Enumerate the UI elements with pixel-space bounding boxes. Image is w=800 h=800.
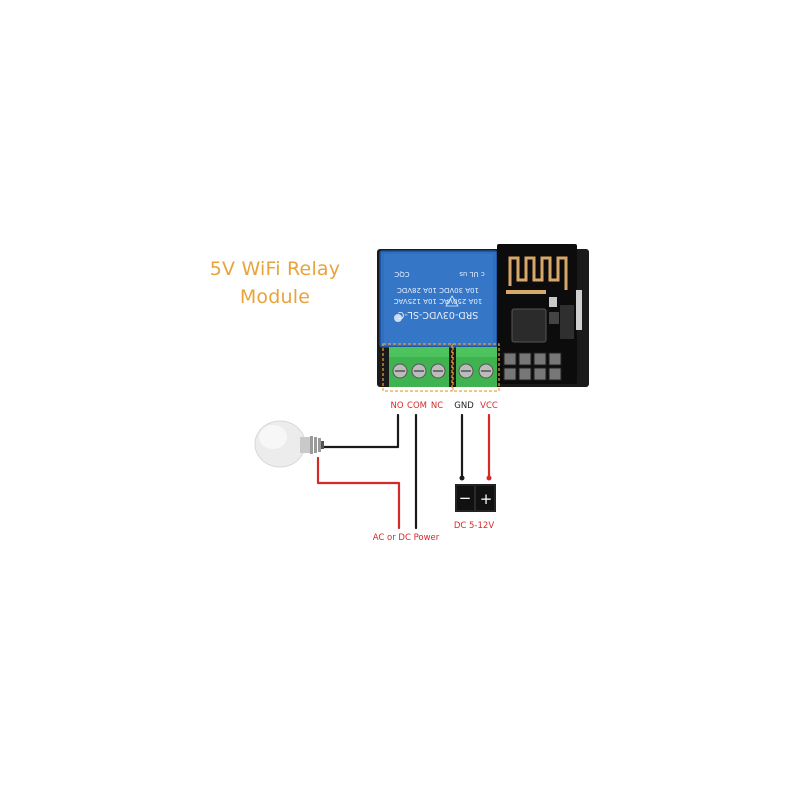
- label-vcc: VCC: [480, 401, 498, 411]
- power-terminal-outline: [452, 343, 500, 392]
- load-terminal-block: [389, 347, 449, 387]
- relay-rating-text-1: 10A 250VAC 10A 125VAC: [394, 297, 483, 305]
- label-gnd: GND: [454, 401, 474, 411]
- diagram-title-line1: 5V WiFi Relay: [209, 258, 341, 280]
- wire-no-to-bulb: [320, 413, 400, 449]
- light-bulb-icon: [254, 420, 324, 468]
- diagram-title-line2: Module: [239, 286, 311, 308]
- wifi-antenna-icon: [508, 256, 568, 290]
- relay-component: SRD-03VDC-SL-C 10A 250VAC 10A 125VAC 10A…: [379, 250, 498, 348]
- wire-bulb-to-power: [316, 456, 401, 530]
- relay-cert-ul: c UL us: [459, 270, 485, 278]
- power-terminal-block: [456, 347, 497, 387]
- load-power-label: AC or DC Power: [373, 533, 440, 543]
- label-com: COM: [407, 401, 427, 411]
- label-no: NO: [390, 401, 403, 411]
- power-supply-label: DC 5-12V: [454, 521, 494, 531]
- relay-rating-text-2: 10A 30VDC 10A 28VDC: [397, 286, 479, 294]
- warning-triangle-icon: [445, 295, 459, 307]
- esp01-module: [497, 244, 582, 384]
- battery-minus-sign: −: [459, 489, 472, 507]
- vcc-wire-end: [486, 475, 492, 481]
- relay-logo-icon: [394, 314, 402, 322]
- battery-icon: [455, 484, 496, 512]
- relay-cert-cqc: CQC: [394, 270, 409, 278]
- battery-plus-sign: +: [480, 490, 493, 508]
- label-nc: NC: [431, 401, 443, 411]
- load-terminal-outline: [382, 343, 453, 392]
- gnd-wire-end: [459, 475, 465, 481]
- esp-chip: [511, 308, 547, 343]
- relay-model-text: SRD-03VDC-SL-C: [397, 309, 478, 320]
